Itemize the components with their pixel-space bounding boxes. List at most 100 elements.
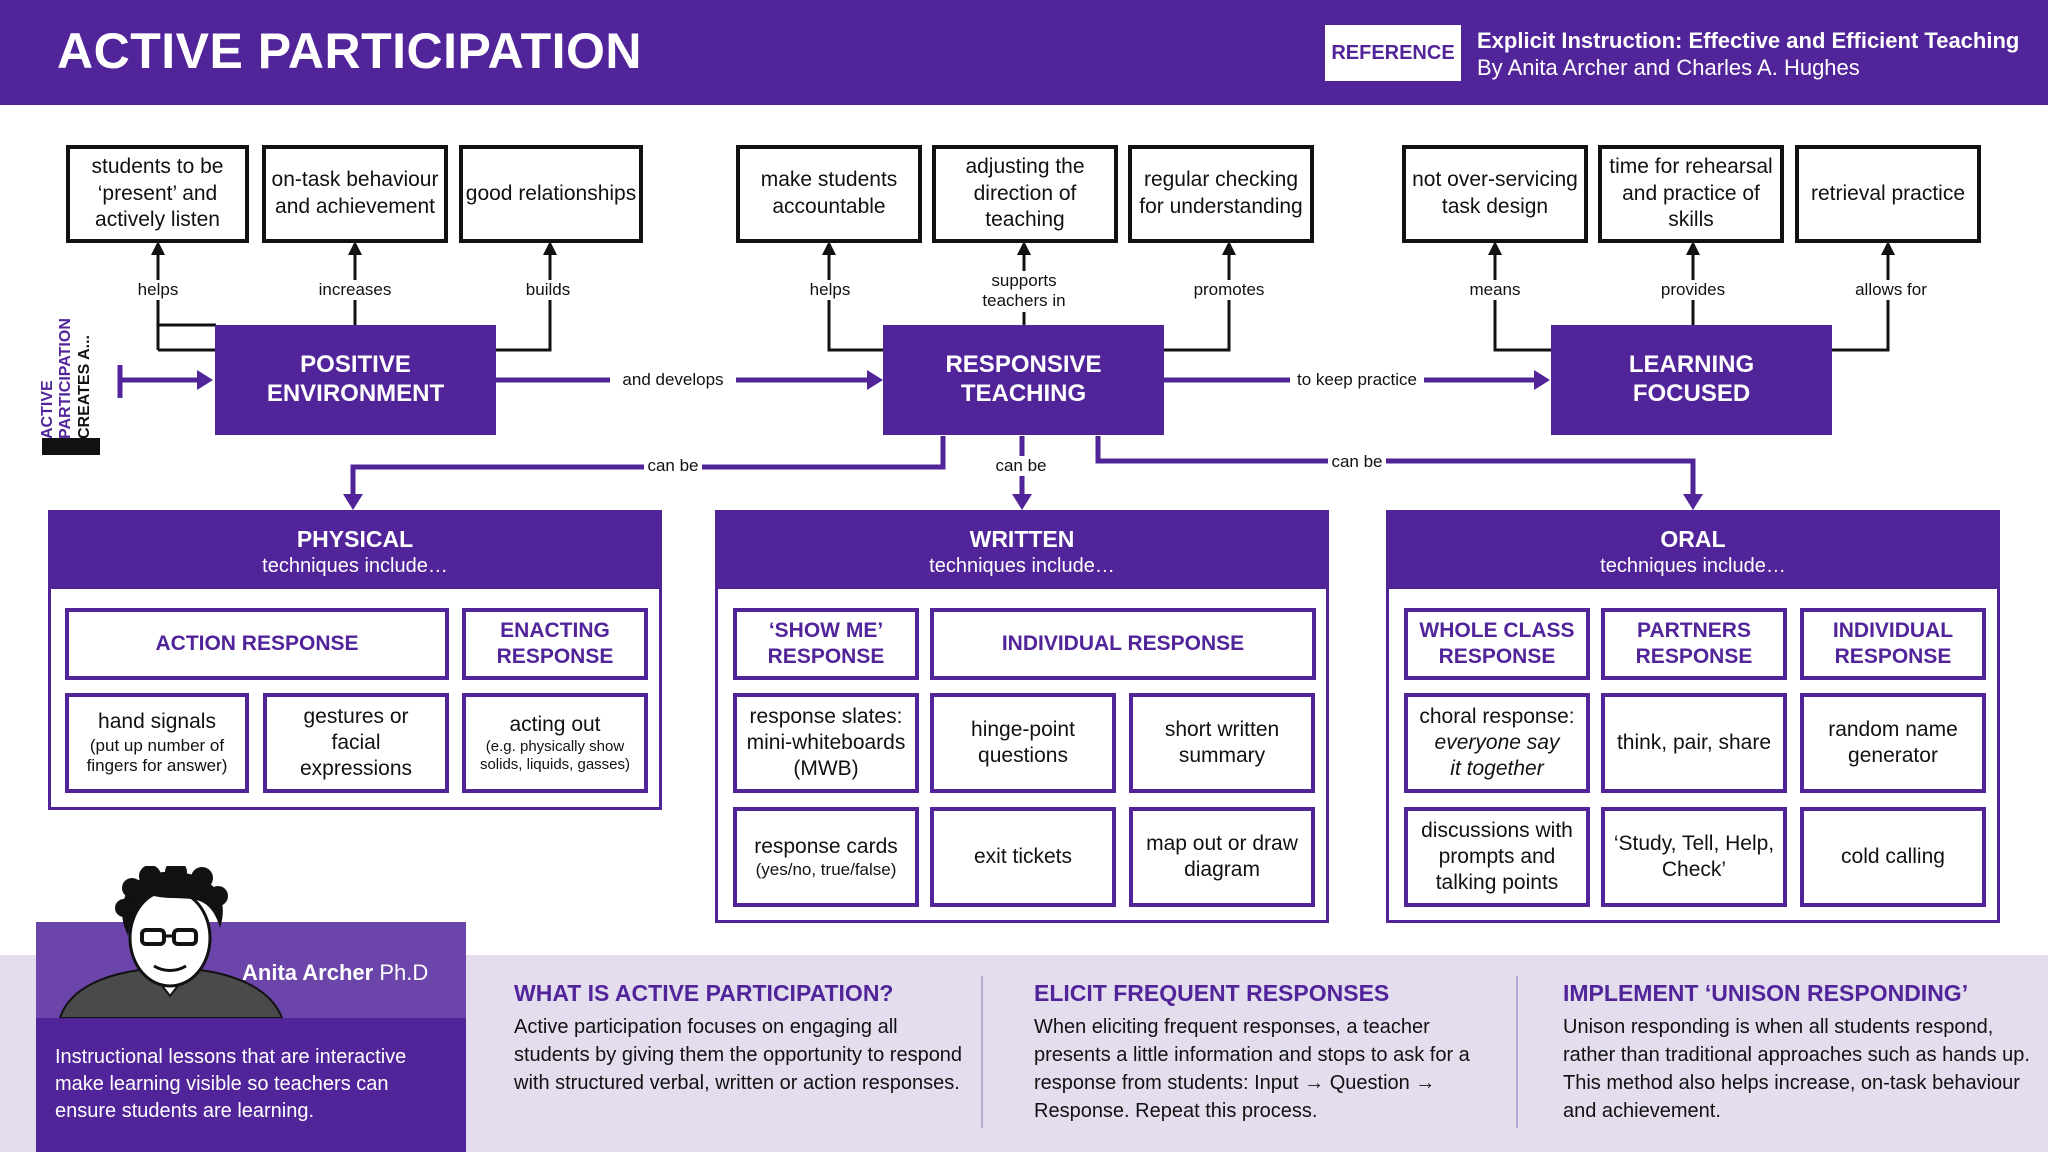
- footer-body-1: Active participation focuses on engaging…: [514, 1016, 963, 1094]
- outcome-box-not-over-servicing: not over-servicing task design: [1402, 145, 1588, 243]
- panel-written: WRITTEN techniques include… ‘SHOW ME’ RE…: [715, 510, 1329, 923]
- footer-body-3: Unison responding is when all students r…: [1563, 1016, 2030, 1122]
- outcome-box-on-task: on-task behaviour and achievement: [262, 145, 448, 243]
- panel-oral-subtitle: techniques include…: [1600, 555, 1786, 577]
- person-title-suffix: Ph.D: [373, 960, 429, 985]
- label-can-be-written: can be: [992, 456, 1050, 476]
- header-individual-oral-text: INDIVIDUAL RESPONSE: [1832, 618, 1954, 668]
- reference-title: Explicit Instruction: Effective and Effi…: [1477, 28, 2020, 53]
- label-provides: provides: [1655, 280, 1731, 300]
- label-means: means: [1464, 280, 1526, 300]
- side-label-line1: ACTIVE: [39, 380, 56, 439]
- footer-section-elicit: ELICIT FREQUENT RESPONSES When eliciting…: [1034, 980, 1494, 1125]
- header-whole-class-text: WHOLE CLASS RESPONSE: [1419, 618, 1575, 668]
- item-map-out: map out or draw diagram: [1129, 807, 1315, 907]
- label-helps-2: helps: [800, 280, 860, 300]
- label-can-be-oral: can be: [1328, 452, 1386, 472]
- person-name: Anita Archer Ph.D: [242, 960, 428, 986]
- item-acting-out-note: (e.g. physically show solids, liquids, g…: [479, 738, 631, 774]
- header-enacting-response-text: ENACTING RESPONSE: [496, 618, 614, 668]
- item-exit-tickets: exit tickets: [930, 807, 1116, 907]
- item-response-cards-note: (yes/no, true/false): [755, 859, 897, 879]
- header-partners-text: PARTNERS RESPONSE: [1635, 618, 1753, 668]
- footer-heading-3: IMPLEMENT ‘UNISON RESPONDING’: [1563, 980, 1969, 1006]
- item-hinge-point: hinge-point questions: [930, 693, 1116, 793]
- footer-divider-1: [981, 976, 983, 1128]
- label-allows-for: allows for: [1848, 280, 1934, 300]
- footer-heading-2: ELICIT FREQUENT RESPONSES: [1034, 980, 1390, 1006]
- label-helps-1: helps: [128, 280, 188, 300]
- hub-learning-focused: LEARNING FOCUSED: [1551, 325, 1832, 435]
- portrait-illustration: [58, 866, 284, 1018]
- panel-written-header: WRITTEN techniques include…: [718, 513, 1326, 589]
- outcome-box-rehearsal: time for rehearsal and practice of skill…: [1598, 145, 1784, 243]
- panel-physical: PHYSICAL techniques include… ACTION RESP…: [48, 510, 662, 810]
- label-increases: increases: [310, 280, 400, 300]
- item-acting-out-text: acting out: [509, 712, 601, 736]
- side-label-line3: CREATES A...: [75, 334, 93, 439]
- label-builds: builds: [520, 280, 576, 300]
- item-think-pair-share: think, pair, share: [1601, 693, 1787, 793]
- item-response-cards-text: response cards: [754, 834, 898, 858]
- header-individual-response-oral: INDIVIDUAL RESPONSE: [1800, 608, 1986, 680]
- footer-body-2: When eliciting frequent responses, a tea…: [1034, 1016, 1470, 1122]
- item-choral-response: choral response: everyone say it togethe…: [1404, 693, 1590, 793]
- header-enacting-response: ENACTING RESPONSE: [462, 608, 648, 680]
- panel-written-subtitle: techniques include…: [929, 555, 1115, 577]
- outcome-box-present: students to be ‘present’ and actively li…: [66, 145, 249, 243]
- reference-badge: REFERENCE: [1325, 25, 1461, 81]
- item-discussions: discussions with prompts and talking poi…: [1404, 807, 1590, 907]
- panel-oral-header: ORAL techniques include…: [1389, 513, 1997, 589]
- item-response-slates: response slates: mini-whiteboards (MWB): [733, 693, 919, 793]
- item-cold-calling: cold calling: [1800, 807, 1986, 907]
- hub-responsive-teaching: RESPONSIVE TEACHING: [883, 325, 1164, 435]
- item-short-summary-text: short written summary: [1164, 717, 1280, 767]
- footer-section-what-is: WHAT IS ACTIVE PARTICIPATION? Active par…: [514, 980, 974, 1097]
- panel-physical-title: PHYSICAL: [296, 526, 414, 552]
- header-bar: ACTIVE PARTICIPATION REFERENCE Explicit …: [0, 0, 2048, 105]
- item-hand-signals-text: hand signals: [98, 710, 216, 734]
- side-label-bar: [42, 438, 100, 455]
- item-choral-response-italic: everyone say it together: [1434, 730, 1560, 781]
- footer-section-unison: IMPLEMENT ‘UNISON RESPONDING’ Unison res…: [1563, 980, 2033, 1125]
- label-promotes: promotes: [1186, 280, 1272, 300]
- footer-divider-2: [1516, 976, 1518, 1128]
- item-hand-signals: hand signals (put up number of fingers f…: [65, 693, 249, 793]
- item-random-name: random name generator: [1800, 693, 1986, 793]
- panel-physical-subtitle: techniques include…: [262, 555, 448, 577]
- hub-positive-environment: POSITIVE ENVIRONMENT: [215, 325, 496, 435]
- item-gestures: gestures or facial expressions: [263, 693, 449, 793]
- person-name-text: Anita Archer: [242, 960, 374, 985]
- item-acting-out: acting out (e.g. physically show solids,…: [462, 693, 648, 793]
- side-label: ACTIVE PARTICIPATION CREATES A...: [38, 290, 100, 460]
- item-hand-signals-note: (put up number of fingers for answer): [86, 735, 228, 776]
- item-response-cards: response cards (yes/no, true/false): [733, 807, 919, 907]
- header-action-response: ACTION RESPONSE: [65, 608, 449, 680]
- header-show-me-response: ‘SHOW ME’ RESPONSE: [733, 608, 919, 680]
- header-partners-response: PARTNERS RESPONSE: [1601, 608, 1787, 680]
- person-description: Instructional lessons that are interacti…: [55, 1046, 407, 1122]
- person-description-bar: [36, 1018, 466, 1152]
- side-label-line2: PARTICIPATION: [57, 318, 75, 439]
- item-short-summary: short written summary: [1129, 693, 1315, 793]
- item-map-out-text: map out or draw diagram: [1146, 831, 1298, 881]
- header-whole-class-response: WHOLE CLASS RESPONSE: [1404, 608, 1590, 680]
- panel-oral-title: ORAL: [1660, 526, 1726, 552]
- item-study-tell-text: ‘Study, Tell, Help, Check’: [1613, 831, 1775, 881]
- label-can-be-physical: can be: [644, 456, 702, 476]
- label-supports: supports teachers in: [974, 271, 1074, 312]
- item-random-name-text: random name generator: [1828, 717, 1958, 767]
- outcome-box-relationships: good relationships: [459, 145, 643, 243]
- header-show-me-text: ‘SHOW ME’ RESPONSE: [767, 618, 885, 668]
- outcome-box-accountable: make students accountable: [736, 145, 922, 243]
- outcome-box-adjusting: adjusting the direction of teaching: [932, 145, 1118, 243]
- label-to-keep-practice: to keep practice: [1290, 370, 1424, 390]
- page-title: ACTIVE PARTICIPATION: [57, 23, 642, 79]
- item-hinge-point-text: hinge-point questions: [971, 717, 1075, 767]
- panel-physical-header: PHYSICAL techniques include…: [51, 513, 659, 589]
- panel-written-title: WRITTEN: [969, 526, 1075, 552]
- outcome-box-checking: regular checking for understanding: [1128, 145, 1314, 243]
- label-and-develops: and develops: [610, 370, 736, 390]
- item-study-tell-help-check: ‘Study, Tell, Help, Check’: [1601, 807, 1787, 907]
- outcome-box-retrieval: retrieval practice: [1795, 145, 1981, 243]
